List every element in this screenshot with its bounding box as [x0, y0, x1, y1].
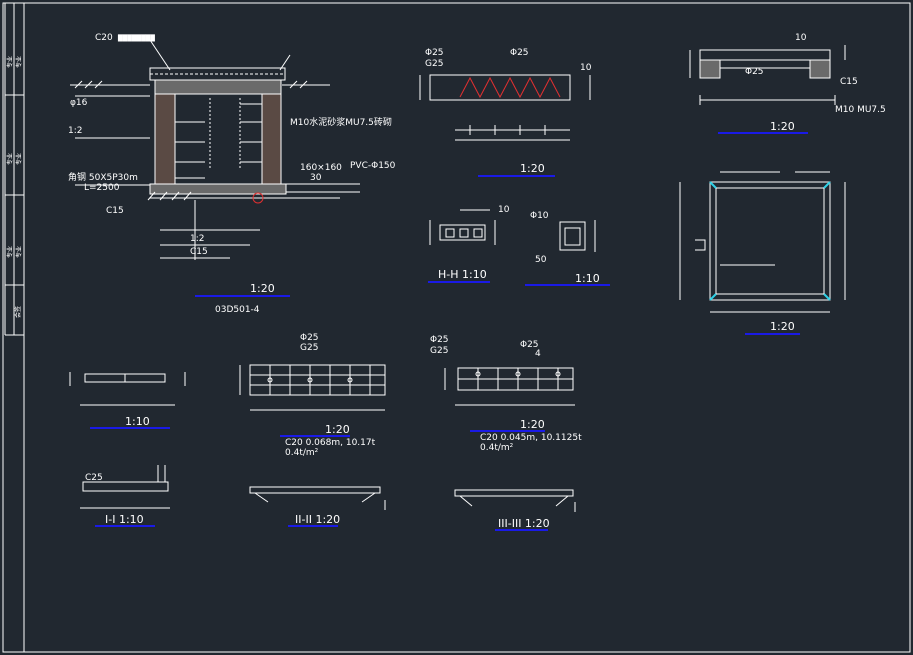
cover-plan	[679, 171, 846, 313]
pit-label-c20: C20	[95, 33, 113, 43]
section-top-labels: 10 Φ25 C15 M10 MU7.5 1:20	[718, 33, 886, 134]
grid-b	[444, 367, 575, 406]
pit-label-pvc: PVC-Φ150	[350, 161, 396, 171]
pit-labels: C20 ████████ M10水泥砂浆MU7.5砖砌 φ16 1:2 角钢 5…	[68, 33, 396, 315]
hh-title: H-H 1:10	[438, 268, 487, 281]
pit-label-l: L=2500	[84, 183, 120, 193]
cover-plan-title: 1:20	[770, 320, 795, 333]
svg-text:Φ25: Φ25	[745, 67, 764, 77]
cover-plan-labels: 1:20	[745, 320, 800, 335]
sec-11-title: I-I 1:10	[105, 513, 144, 526]
svg-text:0.4t/m²: 0.4t/m²	[285, 448, 319, 458]
pit-label-c15: C15	[106, 206, 124, 216]
svg-text:10: 10	[498, 205, 510, 215]
hh-section	[429, 209, 496, 245]
section-top	[689, 45, 846, 105]
sec-11	[80, 465, 170, 509]
hh-labels: 10 H-H 1:10	[428, 205, 510, 283]
section-top-title: 1:20	[770, 120, 795, 133]
hook-detail	[559, 220, 596, 252]
small-section	[69, 372, 186, 406]
svg-text:G25: G25	[425, 59, 443, 69]
small-sec-title: 1:10	[125, 415, 150, 428]
grid-a-labels: Φ25 G25 1:20 C20 0.068m, 10.17t 0.4t/m²	[280, 333, 376, 458]
sec-33-labels: III-III 1:20	[495, 517, 550, 531]
grid-b-labels: Φ25 G25 Φ25 4 1:20 C20 0.045m, 10.1125t …	[430, 335, 582, 453]
sidebar-cell-1: 专业 专业	[6, 56, 23, 68]
pit-label-ratio2: 1:2	[190, 234, 204, 244]
pit-label-ratio: 1:2	[68, 126, 82, 136]
svg-text:Φ25: Φ25	[300, 333, 319, 343]
grid-a	[239, 364, 386, 411]
svg-text:专业: 专业	[15, 153, 23, 165]
pit-label-c15b: C15	[190, 247, 208, 257]
svg-text:G25: G25	[300, 343, 318, 353]
svg-text:0.4t/m²: 0.4t/m²	[480, 443, 514, 453]
svg-text:Φ25: Φ25	[520, 340, 539, 350]
svg-text:50: 50	[535, 255, 547, 265]
pit-label-mu: M10水泥砂浆MU7.5砖砌	[290, 116, 392, 128]
svg-text:C25: C25	[85, 473, 103, 483]
small-section-labels: 1:10	[90, 415, 170, 429]
pit-section	[70, 39, 360, 260]
svg-text:10: 10	[795, 33, 807, 43]
svg-text:C20 0.045m, 10.1125t: C20 0.045m, 10.1125t	[480, 433, 582, 443]
slab-a-labels: Φ25 G25 Φ25 10 1:20	[425, 48, 592, 177]
svg-text:M10 MU7.5: M10 MU7.5	[835, 105, 886, 115]
grid-b-title: 1:20	[520, 418, 545, 431]
pit-label-angle: 角钢 50X5P30m	[68, 171, 138, 183]
pit-label-pipe: 160×160	[300, 163, 342, 173]
svg-text:████████: ████████	[117, 34, 155, 42]
sec-22	[249, 486, 386, 510]
svg-text:专业: 专业	[6, 56, 14, 68]
svg-text:4: 4	[535, 349, 541, 359]
svg-text:专业: 专业	[6, 246, 14, 258]
svg-text:Φ25: Φ25	[425, 48, 444, 58]
pit-label-d16: φ16	[70, 98, 88, 108]
slab-a	[419, 74, 591, 141]
sidebar-cell-2: 专业 专业	[6, 153, 23, 165]
svg-text:Φ25: Φ25	[430, 335, 449, 345]
svg-text:会签: 会签	[14, 306, 22, 318]
slab-a-title: 1:20	[520, 162, 545, 175]
pit-note: 03D501-4	[215, 305, 260, 315]
sec-22-title: II-II 1:20	[295, 513, 340, 526]
sec-33	[454, 489, 576, 512]
sidebar-cell-3: 专业 专业	[6, 246, 23, 258]
svg-text:专业: 专业	[15, 56, 23, 68]
hook-title: 1:10	[575, 272, 600, 285]
sec-22-labels: II-II 1:20	[288, 513, 340, 527]
svg-text:C20 0.068m, 10.17t: C20 0.068m, 10.17t	[285, 438, 376, 448]
svg-text:G25: G25	[430, 346, 448, 356]
sec-33-title: III-III 1:20	[498, 517, 550, 530]
sec-11-labels: C25 I-I 1:10	[85, 473, 155, 527]
sidebar-cell-4: 会签	[14, 306, 22, 318]
svg-text:10: 10	[580, 63, 592, 73]
svg-text:C15: C15	[840, 77, 858, 87]
svg-text:专业: 专业	[6, 153, 14, 165]
pit-title: 1:20	[250, 282, 275, 295]
hook-labels: Φ10 50 1:10	[525, 211, 610, 286]
svg-text:Φ25: Φ25	[510, 48, 529, 58]
svg-text:Φ10: Φ10	[530, 211, 549, 221]
svg-text:专业: 专业	[15, 246, 23, 258]
sidebar: 专业 专业 专业 专业 专业 专业 会签	[4, 3, 24, 336]
grid-a-title: 1:20	[325, 423, 350, 436]
pit-label-30: 30	[310, 173, 322, 183]
